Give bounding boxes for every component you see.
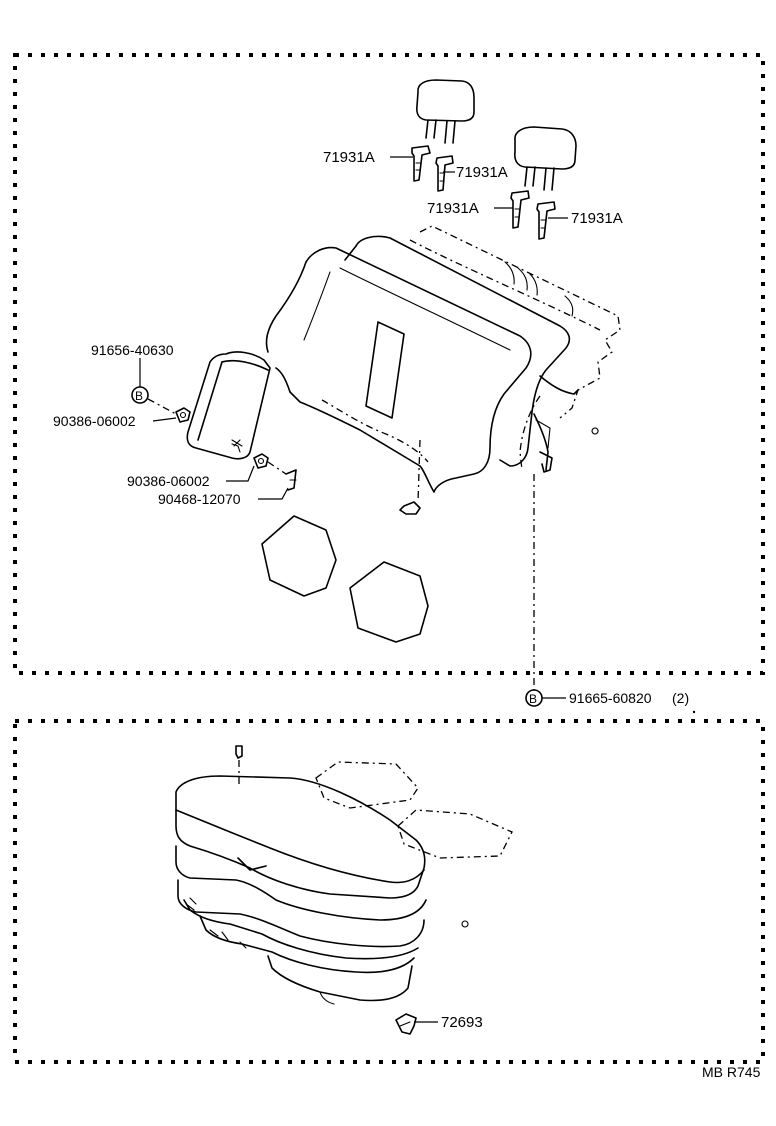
fasteners-left: B <box>131 386 421 515</box>
label-71931a-3: 71931A <box>427 200 479 217</box>
label-72693: 72693 <box>441 1014 483 1031</box>
tiny-dot <box>692 710 696 714</box>
headrest-right <box>514 126 577 191</box>
label-71931a-4: 71931A <box>571 210 623 227</box>
rear-seat-cushion <box>175 775 469 1005</box>
rear-seat-back <box>265 225 621 493</box>
upper-panel-border <box>13 53 765 675</box>
label-quantity-2: (2) <box>672 690 689 706</box>
label-91665-60820: 91665-60820 <box>569 690 652 706</box>
callout-b-letter-left: B <box>135 389 143 403</box>
label-90386-06002-bottom: 90386-06002 <box>127 473 210 489</box>
callout-b-letter-right: B <box>529 692 537 706</box>
label-71931a-2: 71931A <box>456 164 508 181</box>
drawing-code: MB R745 <box>702 1064 761 1080</box>
label-90386-06002-top: 90386-06002 <box>53 413 136 429</box>
lower-panel-border <box>13 719 765 1064</box>
pad-right <box>349 561 429 643</box>
pad-lower-2 <box>397 809 513 859</box>
label-91656-40630: 91656-40630 <box>91 342 174 358</box>
upper-panel: 71931A 71931A 71931A 71931A <box>13 53 765 690</box>
headrest-supports <box>411 145 556 240</box>
label-71931a-1: 71931A <box>323 149 375 166</box>
headrest-left <box>416 79 475 144</box>
pad-lower-1 <box>315 761 419 809</box>
clip-72693 <box>395 1013 438 1035</box>
side-armrest <box>186 351 271 460</box>
pad-left <box>261 515 337 597</box>
callout-b-right: B 91665-60820 (2) <box>525 689 696 714</box>
lower-panel: 72693 <box>13 719 765 1064</box>
label-90468-12070: 90468-12070 <box>158 491 241 507</box>
